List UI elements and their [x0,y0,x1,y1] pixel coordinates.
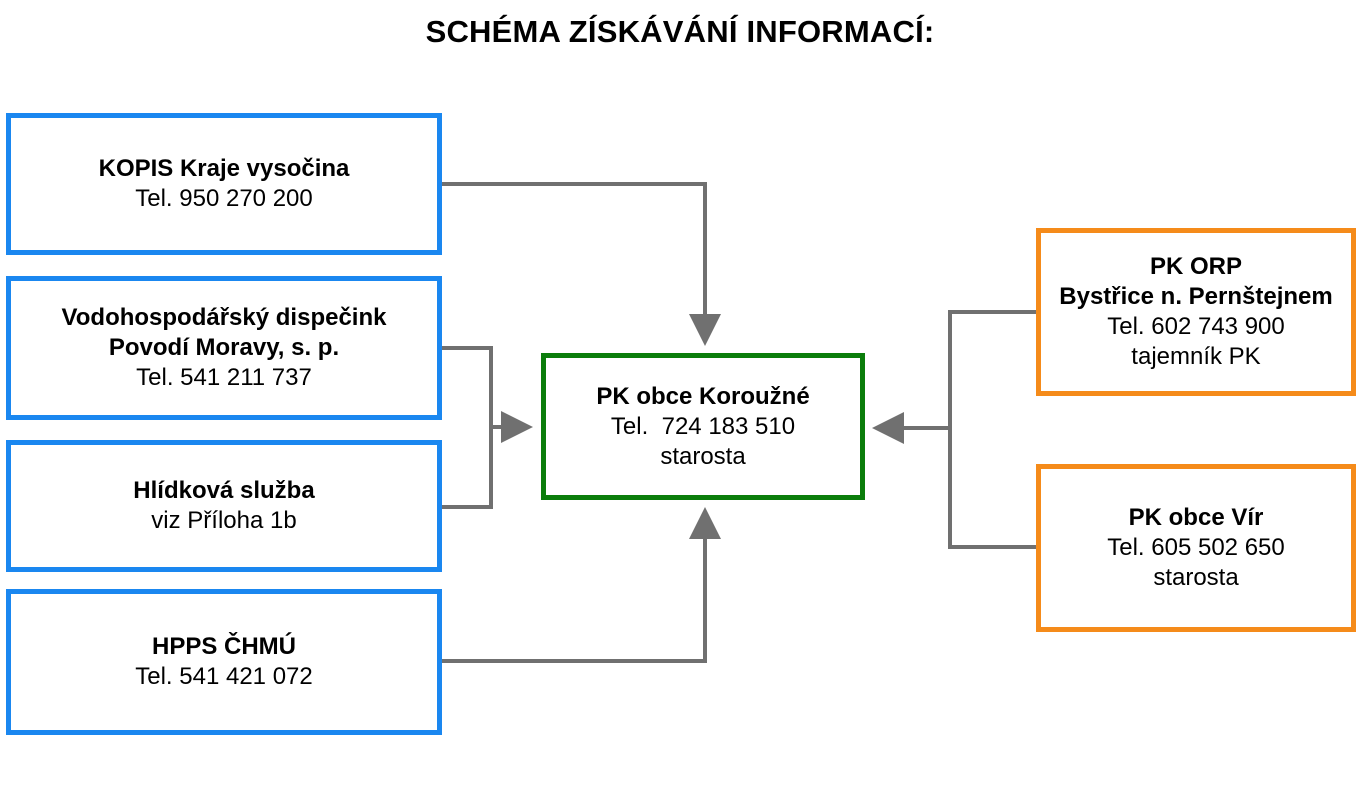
center-name: PK obce Koroužné [596,382,810,410]
source-box-hlidkova-sluzba: Hlídková služba viz Příloha 1b [6,440,442,572]
connector-kopis [441,182,721,346]
source-phone: Tel. 950 270 200 [135,185,313,212]
source-name: HPPS ČHMÚ [151,633,296,660]
connector-vodohospodarsky [441,346,493,509]
source-name: KOPIS Kraje vysočina [98,155,350,182]
right-role: starosta [1153,564,1239,591]
right-name-line2: Bystřice n. Pernštejnem [1059,283,1333,310]
source-phone: Tel. 541 421 072 [135,663,313,690]
source-box-vodohospodarsky: Vodohospodářský dispečink Povodí Moravy,… [6,276,442,420]
source-name-line1: Vodohospodářský dispečink [61,304,387,331]
connector-hpps [441,507,721,663]
source-note: viz Příloha 1b [151,507,297,534]
source-name-line2: Povodí Moravy, s. p. [108,334,340,361]
right-box-pk-orp: PK ORP Bystřice n. Pernštejnem Tel. 602 … [1036,228,1356,396]
right-name: PK obce Vír [1128,504,1264,531]
source-phone: Tel. 541 211 737 [136,364,312,391]
center-phone: Tel. 724 183 510 [610,412,796,440]
right-phone: Tel. 605 502 650 [1107,534,1285,561]
source-box-hpps-chmu: HPPS ČHMÚ Tel. 541 421 072 [6,589,442,735]
center-box-pk-obce-korouzne: PK obce Koroužné Tel. 724 183 510 staros… [541,353,865,500]
right-role: tajemník PK [1131,343,1261,370]
center-role: starosta [660,442,746,470]
right-name-line1: PK ORP [1149,253,1242,280]
source-name: Hlídková služba [133,477,315,504]
right-box-pk-obce-vir: PK obce Vír Tel. 605 502 650 starosta [1036,464,1356,632]
right-phone: Tel. 602 743 900 [1107,313,1285,340]
source-box-kopis: KOPIS Kraje vysočina Tel. 950 270 200 [6,113,442,255]
diagram-title: SCHÉMA ZÍSKÁVÁNÍ INFORMACÍ: [425,14,935,49]
connector-right-bracket [948,310,1038,549]
